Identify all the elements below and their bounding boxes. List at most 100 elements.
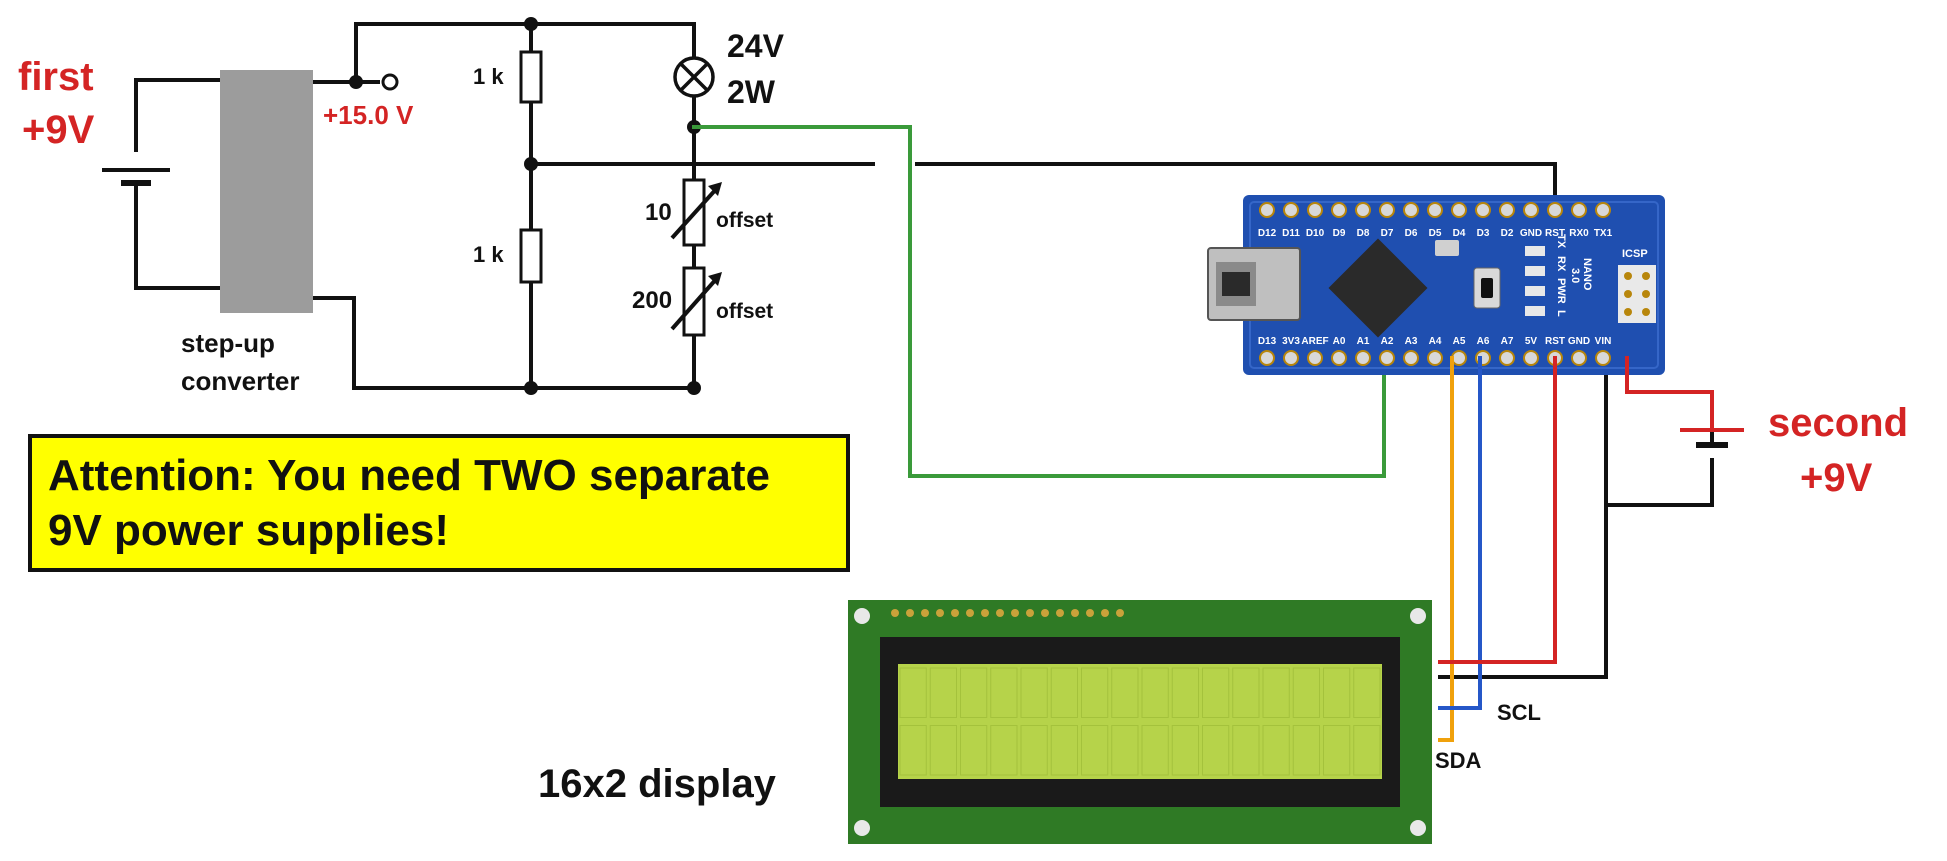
led-label: TX	[1555, 234, 1567, 249]
svg-text:24V: 24V	[727, 28, 785, 64]
lcd-module	[848, 600, 1432, 844]
nano-top-pin	[1595, 202, 1611, 218]
lcd-header-pin	[1011, 609, 1019, 617]
nano-board-text: 3.0	[1569, 268, 1581, 283]
attention-box: Attention: You need TWO separate 9V powe…	[28, 434, 850, 572]
resistor-bottom	[519, 228, 543, 284]
lcd-header-pin	[921, 609, 929, 617]
nano-top-pin	[1427, 202, 1443, 218]
lcd-character-grid	[899, 667, 1381, 776]
lcd-char-cell	[1141, 667, 1169, 718]
sda-label: SDA	[1435, 748, 1482, 773]
lcd-char-cell	[1262, 725, 1290, 776]
pot-10-label: 10	[645, 199, 672, 226]
output-terminal	[381, 73, 399, 91]
icsp-label: ICSP	[1622, 248, 1648, 260]
lcd-char-cell	[929, 725, 957, 776]
nano-top-pin-label: D9	[1333, 228, 1346, 239]
second-supply-label: second +9V	[1768, 401, 1908, 500]
lcd-screen	[898, 664, 1382, 779]
lcd-char-cell	[1020, 725, 1048, 776]
resistor-bottom-label: 1 k	[473, 242, 504, 267]
nano-bottom-pin	[1355, 350, 1371, 366]
nano-bottom-pin	[1259, 350, 1275, 366]
nano-top-pin-label: RST	[1545, 228, 1565, 239]
svg-text:converter: converter	[181, 366, 300, 396]
lcd-header-pin	[981, 609, 989, 617]
output-voltage-label: +15.0 V	[323, 100, 414, 130]
nano-top-pin-label: GND	[1520, 228, 1542, 239]
vin-wire	[1625, 356, 1714, 432]
pot-200-offset-label: offset	[716, 300, 773, 323]
nano-bottom-pin	[1331, 350, 1347, 366]
nano-top-pin-label: D12	[1258, 228, 1277, 239]
nano-top-pin	[1547, 202, 1563, 218]
scl-wire	[1438, 356, 1482, 710]
nano-top-pin	[1331, 202, 1347, 218]
svg-text:2W: 2W	[727, 74, 776, 110]
nano-board	[1243, 195, 1665, 375]
nano-top-pin-label: D4	[1453, 228, 1466, 239]
lcd-char-cell	[899, 725, 927, 776]
nano-bottom-pin-label: A5	[1453, 336, 1466, 347]
nano-bottom-pin	[1403, 350, 1419, 366]
nano-bottom-pin	[1307, 350, 1323, 366]
lcd-char-cell	[1111, 725, 1139, 776]
lcd-header-pin	[906, 609, 914, 617]
lcd-char-cell	[929, 667, 957, 718]
nano-top-pin	[1355, 202, 1371, 218]
lcd-char-cell	[1171, 667, 1199, 718]
nano-bottom-pin-label: A1	[1357, 336, 1370, 347]
lcd-char-cell	[990, 667, 1018, 718]
nano-bottom-pin	[1427, 350, 1443, 366]
nano-bottom-pin	[1499, 350, 1515, 366]
nano-top-pin	[1379, 202, 1395, 218]
nano-bottom-pin-label: A2	[1381, 336, 1394, 347]
lcd-header-pin	[1086, 609, 1094, 617]
lcd-char-cell	[1353, 725, 1381, 776]
resistor-top-label: 1 k	[473, 64, 504, 89]
second-battery-symbol	[1680, 428, 1744, 448]
nano-top-pin	[1283, 202, 1299, 218]
nano-top-pin-label: D3	[1477, 228, 1490, 239]
sda-wire	[1438, 356, 1454, 742]
led-label: L	[1555, 310, 1567, 317]
lcd-char-cell	[1353, 667, 1381, 718]
lamp-symbol	[673, 24, 715, 127]
nano-bottom-pin-label: A3	[1405, 336, 1418, 347]
lcd-char-cell	[1323, 725, 1351, 776]
nano-bottom-pin	[1451, 350, 1467, 366]
lcd-char-cell	[1081, 725, 1109, 776]
resistor-top	[519, 50, 543, 104]
nano-bottom-pin-label: D13	[1258, 336, 1277, 347]
nano-top-pin-label: D11	[1282, 228, 1300, 239]
nano-top-pin-label: D10	[1306, 228, 1325, 239]
nano-top-pin-label: D7	[1381, 228, 1394, 239]
lcd-char-cell	[899, 667, 927, 718]
pot-10-symbol	[670, 178, 722, 247]
nano-bottom-pin-label: A7	[1501, 336, 1514, 347]
nano-top-pin	[1403, 202, 1419, 218]
lcd-char-cell	[990, 725, 1018, 776]
svg-text:first: first	[18, 55, 94, 99]
nano-bottom-pin-label: 5V	[1525, 336, 1538, 347]
nano-bottom-pin-label: AREF	[1301, 336, 1328, 347]
nano-top-pin	[1523, 202, 1539, 218]
display-label: 16x2 display	[538, 762, 777, 806]
nano-top-pin-label: TX1	[1594, 228, 1613, 239]
lcd-char-cell	[1050, 725, 1078, 776]
converter-label: step-up converter	[181, 328, 300, 396]
lcd-header-pin	[1056, 609, 1064, 617]
step-up-converter-box	[220, 70, 313, 313]
nano-bottom-pin	[1595, 350, 1611, 366]
lcd-header-pin	[1026, 609, 1034, 617]
lcd-char-cell	[1141, 725, 1169, 776]
lcd-char-cell	[1111, 667, 1139, 718]
lcd-char-cell	[1081, 667, 1109, 718]
lcd-char-cell	[960, 725, 988, 776]
nano-bottom-pin	[1379, 350, 1395, 366]
lamp-label: 24V 2W	[727, 28, 785, 110]
lcd-header-pin	[891, 609, 899, 617]
nano-bottom-pin	[1283, 350, 1299, 366]
